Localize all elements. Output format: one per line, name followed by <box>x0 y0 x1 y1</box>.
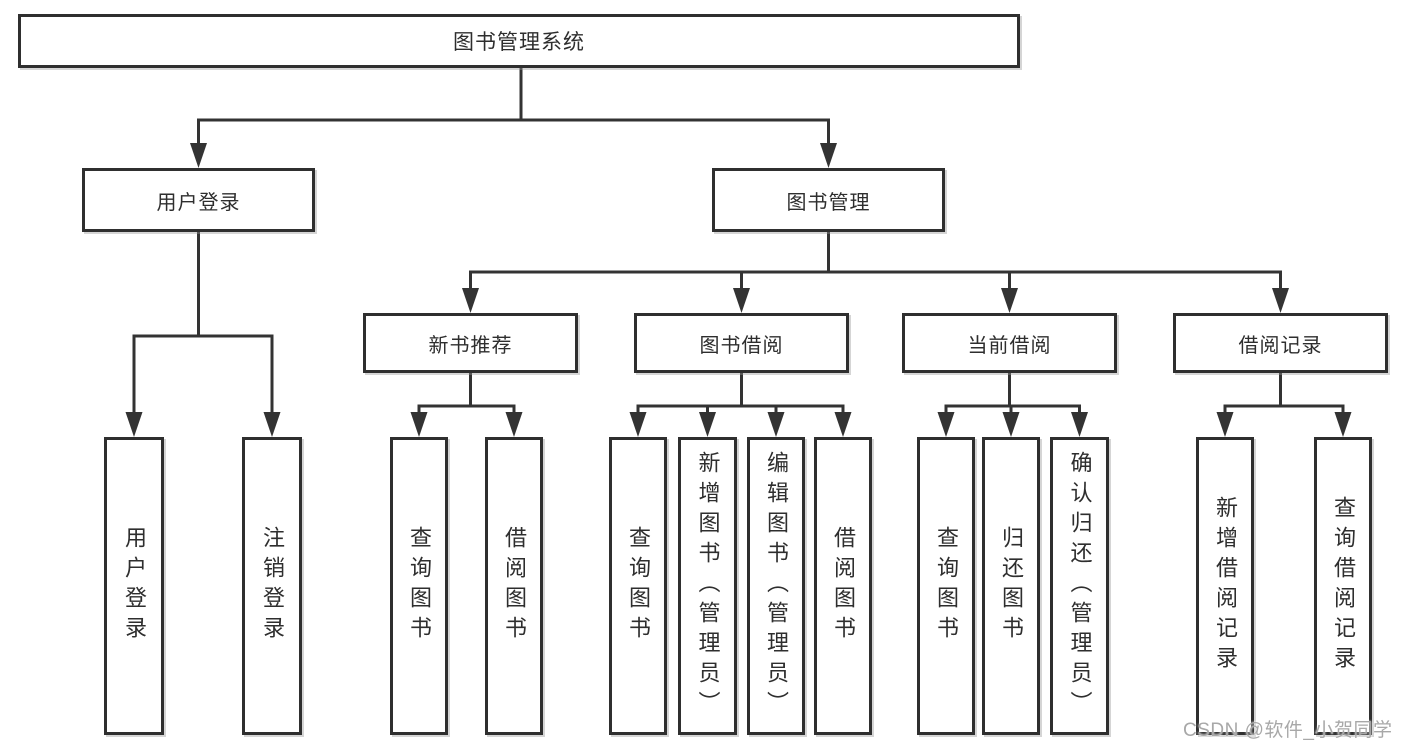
node-label: 编辑图书（管理员） <box>764 451 789 721</box>
node-label: 用户登录 <box>122 526 147 646</box>
connector-book-management <box>469 230 1282 293</box>
leaf-add-books-admin: 新增图书（管理员） <box>678 437 737 735</box>
node-book-borrowing: 图书借阅 <box>634 313 849 373</box>
node-label: 图书借阅 <box>699 334 784 357</box>
csdn-watermark: CSDN @软件_小贺同学 <box>1183 720 1393 741</box>
connector-current-borrowing <box>944 371 1081 417</box>
node-label: 借阅图书 <box>502 526 527 646</box>
node-borrowing-records: 借阅记录 <box>1173 313 1388 373</box>
leaf-borrow-books-recommend: 借阅图书 <box>485 437 543 735</box>
node-new-book-recommend: 新书推荐 <box>363 313 578 373</box>
leaf-query-books-borrowing: 查询图书 <box>609 437 667 735</box>
connector-new-book-recommend <box>417 371 516 417</box>
node-label: 注销登录 <box>260 526 285 646</box>
node-label: 新书推荐 <box>428 334 513 357</box>
node-root: 图书管理系统 <box>18 14 1020 68</box>
arrowheads <box>125 143 1352 437</box>
node-label: 归还图书 <box>999 526 1024 646</box>
node-user-login: 用户登录 <box>82 168 315 232</box>
leaf-query-books-recommend: 查询图书 <box>390 437 448 735</box>
leaf-query-borrow-record: 查询借阅记录 <box>1314 437 1372 735</box>
connector-root <box>197 66 830 148</box>
node-label: 用户登录 <box>156 191 241 214</box>
leaf-logout: 注销登录 <box>242 437 302 735</box>
connector-book-borrowing <box>636 371 845 417</box>
node-label: 查询借阅记录 <box>1331 496 1356 676</box>
leaf-query-books-current: 查询图书 <box>917 437 975 735</box>
node-label: 图书管理系统 <box>453 31 585 54</box>
leaf-add-borrow-record: 新增借阅记录 <box>1196 437 1254 735</box>
leaf-return-books: 归还图书 <box>982 437 1040 735</box>
node-label: 查询图书 <box>407 526 432 646</box>
node-label: 查询图书 <box>934 526 959 646</box>
leaf-borrow-books-borrowing: 借阅图书 <box>814 437 872 735</box>
node-label: 图书管理 <box>786 191 871 214</box>
node-label: 查询图书 <box>626 526 651 646</box>
node-label: 当前借阅 <box>967 334 1052 357</box>
leaf-user-login: 用户登录 <box>104 437 164 735</box>
node-label: 新增借阅记录 <box>1213 496 1238 676</box>
node-current-borrowing: 当前借阅 <box>902 313 1117 373</box>
leaf-confirm-return-admin: 确认归还（管理员） <box>1050 437 1109 735</box>
leaf-edit-books-admin: 编辑图书（管理员） <box>747 437 805 735</box>
node-label: 借阅记录 <box>1238 334 1323 357</box>
connector-user-login <box>132 230 274 417</box>
connector-borrowing-records <box>1223 371 1345 417</box>
node-label: 确认归还（管理员） <box>1067 451 1093 721</box>
node-label: 新增图书（管理员） <box>695 451 721 721</box>
node-book-management: 图书管理 <box>712 168 945 232</box>
node-label: 借阅图书 <box>831 526 856 646</box>
